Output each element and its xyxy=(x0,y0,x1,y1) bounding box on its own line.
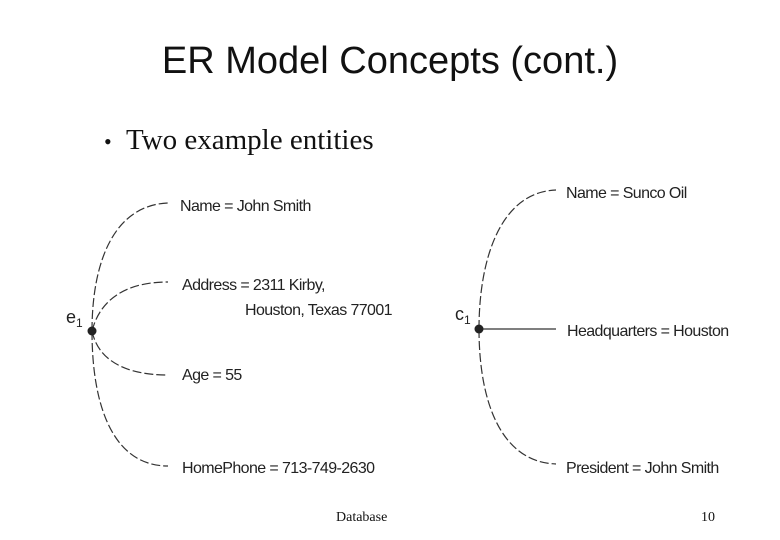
e1-attr-age: Age = 55 xyxy=(182,367,242,384)
e1-link-address xyxy=(91,281,169,332)
c1-link-president xyxy=(478,328,557,465)
entity-e1-connectors xyxy=(91,202,169,467)
c1-attr-name: Name = Sunco Oil xyxy=(566,185,687,202)
entity-c1-connectors xyxy=(478,189,557,465)
c1-link-name xyxy=(478,189,557,330)
e1-attr-name: Name = John Smith xyxy=(180,198,311,215)
entity-c1-label: c1 xyxy=(455,304,471,327)
bullet-icon: • xyxy=(104,129,112,154)
slide-title: ER Model Concepts (cont.) xyxy=(161,40,619,82)
e1-link-homephone xyxy=(91,330,169,467)
entity-e1-dot xyxy=(87,326,97,336)
bullet-item: • Two example entities xyxy=(104,122,374,160)
e1-link-name xyxy=(91,202,169,332)
e1-link-age xyxy=(91,330,169,376)
entity-e1-label: e1 xyxy=(66,307,83,330)
e1-attr-address-line1: Address = 2311 Kirby, xyxy=(182,277,325,294)
e1-attr-address-line2: Houston, Texas 77001 xyxy=(245,302,393,319)
footer-course-label: Database xyxy=(336,510,388,525)
c1-attr-president: President = John Smith xyxy=(566,460,719,477)
entity-c1-dot xyxy=(474,324,484,334)
e1-attr-homephone: HomePhone = 713-749-2630 xyxy=(182,460,375,477)
c1-attr-headquarters: Headquarters = Houston xyxy=(567,323,729,340)
bullet-text: Two example entities xyxy=(126,124,374,156)
footer-page-number: 10 xyxy=(701,510,715,525)
